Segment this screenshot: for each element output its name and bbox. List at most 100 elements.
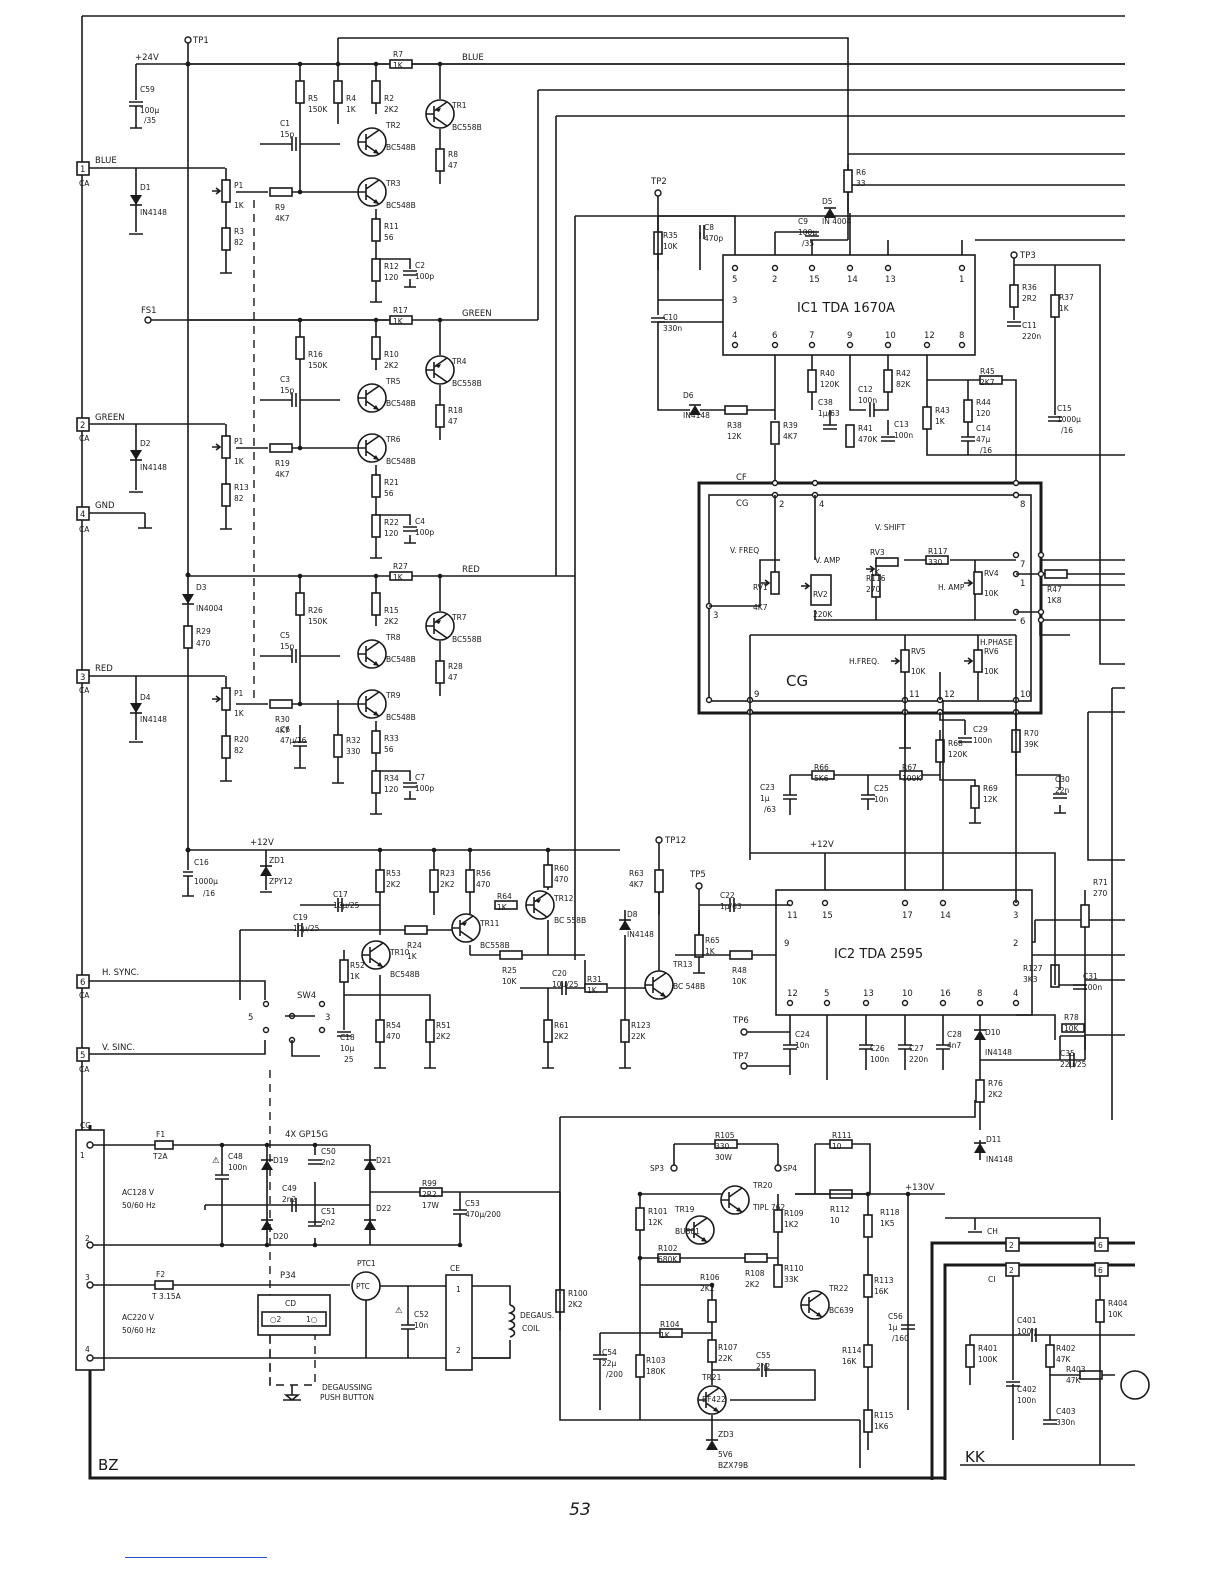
net-label-blue: BLUE [462, 53, 484, 63]
component-label: C14 [976, 424, 991, 433]
ground [332, 775, 344, 784]
component-label: 10K [984, 589, 1000, 598]
component-label: TR22 [828, 1284, 849, 1293]
ground [370, 294, 382, 303]
cg-pin: 9 [754, 690, 759, 700]
component-label: 1K [393, 61, 404, 70]
component-label: R10 [384, 350, 399, 359]
component-label: R63 [629, 869, 644, 878]
fuse-f2: F2T 3.15A [151, 1270, 350, 1301]
component-label: R404 [1108, 1299, 1128, 1308]
component-label: 2K2 [384, 361, 399, 370]
component-label: BC548B [386, 143, 416, 152]
component-label: R9 [275, 203, 285, 212]
component-label: 82 [234, 746, 244, 755]
svg-text:⚠: ⚠ [212, 1156, 220, 1166]
component-label: C11 [1022, 321, 1037, 330]
junction [437, 61, 443, 67]
component-label: C24 [795, 1030, 810, 1039]
component-label: 2K2 [384, 617, 399, 626]
component-label: BC558B [452, 123, 482, 132]
component-label: 1µ/63 [720, 902, 742, 911]
svg-text:V. FREQ: V. FREQ [730, 546, 759, 555]
svg-text:IN4004: IN4004 [196, 604, 223, 613]
cg-pin: 12 [944, 690, 955, 700]
component-label: C3 [280, 375, 290, 384]
component-label: 47µ/16 [280, 736, 307, 745]
ground [220, 773, 232, 782]
component-label: 1K [660, 1331, 671, 1340]
component-label: R127 [1023, 964, 1043, 973]
h-output-section: R10533030WR11110R10112KR102680KR1082K2R1… [593, 1131, 915, 1470]
svg-text:6: 6 [1098, 1266, 1103, 1275]
component-label: 16K [874, 1287, 890, 1296]
junction [637, 1191, 643, 1197]
svg-text:H. SYNC.: H. SYNC. [102, 968, 139, 978]
component-label: R18 [448, 406, 463, 415]
component-label: /63 [764, 805, 776, 814]
net-label-green: GREEN [462, 309, 492, 319]
svg-text:TP12: TP12 [664, 836, 686, 846]
component-label: 1µ/63 [818, 409, 840, 418]
component-label: ZD3 [718, 1430, 734, 1439]
component-label: 120 [976, 409, 991, 418]
component-label: 1K [407, 952, 418, 961]
svg-text:4: 4 [80, 510, 85, 520]
wire [266, 1145, 371, 1245]
component-label: C2 [415, 261, 425, 270]
component-label: R44 [976, 398, 991, 407]
component-label: P1 [234, 437, 244, 446]
component-label: C17 [333, 890, 348, 899]
component-label: TR10 [389, 948, 410, 957]
ic2-pin: 8 [977, 989, 982, 999]
component-label: 4K7 [783, 432, 798, 441]
cg-edge-dot [1037, 551, 1045, 559]
cg-edge-dot [1012, 491, 1020, 499]
component-label: 330 [928, 558, 943, 567]
component-label: R65 [705, 936, 720, 945]
ic2-pin-dot [862, 999, 870, 1007]
component-label: C30 [1055, 775, 1070, 784]
component-label: R4 [346, 94, 356, 103]
ic1-pin-dot [771, 341, 779, 349]
component-label: TR4 [451, 357, 467, 366]
wire [1015, 890, 1086, 1050]
cg-board: CF CG CG V. FREQ V. AMP V. SHIFT H. AMP … [697, 473, 1125, 824]
svg-text:T2A: T2A [152, 1152, 168, 1161]
tp2: TP2 [650, 177, 736, 300]
svg-text:1: 1 [80, 1151, 85, 1160]
component-label: R103 [646, 1356, 666, 1365]
component-label: 22n [1055, 786, 1070, 795]
component-label: BC 558B [554, 916, 586, 925]
svg-text:3: 3 [325, 1013, 330, 1023]
wire [375, 209, 411, 294]
component-label: 25 [344, 1055, 354, 1064]
ic2-pin-dot [901, 999, 909, 1007]
component-label: D10 [985, 1028, 1001, 1037]
component-label: 470µ/200 [465, 1210, 501, 1219]
component-label: 470 [386, 1032, 401, 1041]
